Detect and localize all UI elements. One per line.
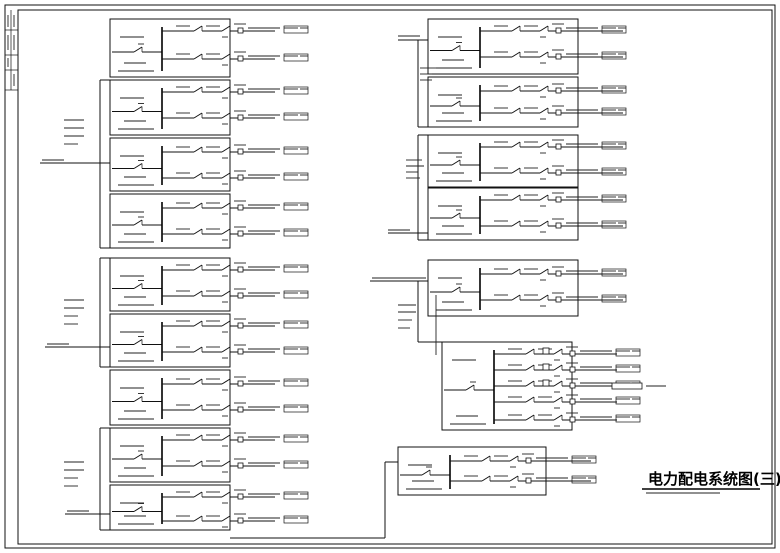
panel-right-1-circuit-1: [494, 23, 627, 38]
inner-frame: [17, 9, 773, 545]
panel-left-1: [109, 18, 309, 78]
panel-left-7-circuit-2: [176, 402, 309, 417]
title-block: 电力配电系统图(三): [642, 470, 780, 494]
panel-right-6: [441, 341, 641, 431]
revision-strip: [5, 10, 18, 91]
panel-left-6-circuit-1: [176, 318, 309, 333]
panel-left-9-circuit-1: [176, 489, 309, 504]
panel-bottom-centre-circuit-2: [464, 473, 597, 488]
panel-left-5-circuit-2: [176, 288, 309, 303]
panel-left-1-circuit-2: [176, 51, 309, 66]
panel-left-5-circuit-1: [176, 262, 309, 277]
panel-left-4-circuit-2: [176, 226, 309, 241]
panel-left-3-circuit-1: [176, 144, 309, 159]
panel-left-5: [109, 257, 309, 312]
panel-bottom-centre: [397, 446, 597, 496]
panel-right-5-circuit-2: [494, 292, 627, 307]
outer-frame: [4, 4, 776, 549]
supply-wiring: [40, 35, 666, 539]
panel-left-4-circuit-1: [176, 200, 309, 215]
panel-left-2-circuit-1: [176, 84, 309, 99]
panel-right-5-circuit-1: [494, 266, 627, 281]
panel-right-4: [427, 187, 627, 241]
panel-right-3-circuit-2: [494, 165, 627, 180]
panel-right-6-circuit-2: [508, 362, 641, 377]
panel-right-1-circuit-2: [494, 49, 627, 64]
panel-left-3-circuit-2: [176, 170, 309, 185]
panel-right-6-circuit-1: [508, 346, 641, 361]
panel-right-4-circuit-2: [494, 218, 627, 233]
panel-right-4-circuit-1: [494, 192, 627, 207]
panel-left-8-circuit-1: [176, 432, 309, 447]
panel-right-2-circuit-1: [494, 83, 627, 98]
panel-left-7-circuit-1: [176, 376, 309, 391]
panel-left-3: [109, 137, 309, 192]
panel-right-3-circuit-1: [494, 139, 627, 154]
panel-right-3: [427, 134, 627, 188]
panel-left-9: [109, 484, 309, 531]
panel-left-1-circuit-1: [176, 23, 309, 38]
panel-left-8: [109, 427, 309, 483]
distribution-boxes: [109, 18, 641, 531]
panel-left-9-circuit-2: [176, 513, 309, 528]
panel-right-1: [427, 18, 627, 75]
panel-left-2: [109, 79, 309, 136]
panel-left-8-circuit-2: [176, 458, 309, 473]
panel-left-6-circuit-2: [176, 344, 309, 359]
panel-right-2: [427, 76, 627, 128]
panel-left-4: [109, 193, 309, 249]
panel-right-2-circuit-2: [494, 105, 627, 120]
panel-right-6-circuit-5: [508, 412, 641, 427]
panel-left-7: [109, 369, 309, 426]
panel-left-6: [109, 313, 309, 368]
panel-left-2-circuit-2: [176, 110, 309, 125]
diagram-title: 电力配电系统图(三): [648, 470, 780, 488]
panel-right-5: [427, 259, 627, 317]
panel-right-6-circuit-4: [508, 394, 641, 409]
panel-bottom-centre-circuit-1: [464, 453, 597, 468]
